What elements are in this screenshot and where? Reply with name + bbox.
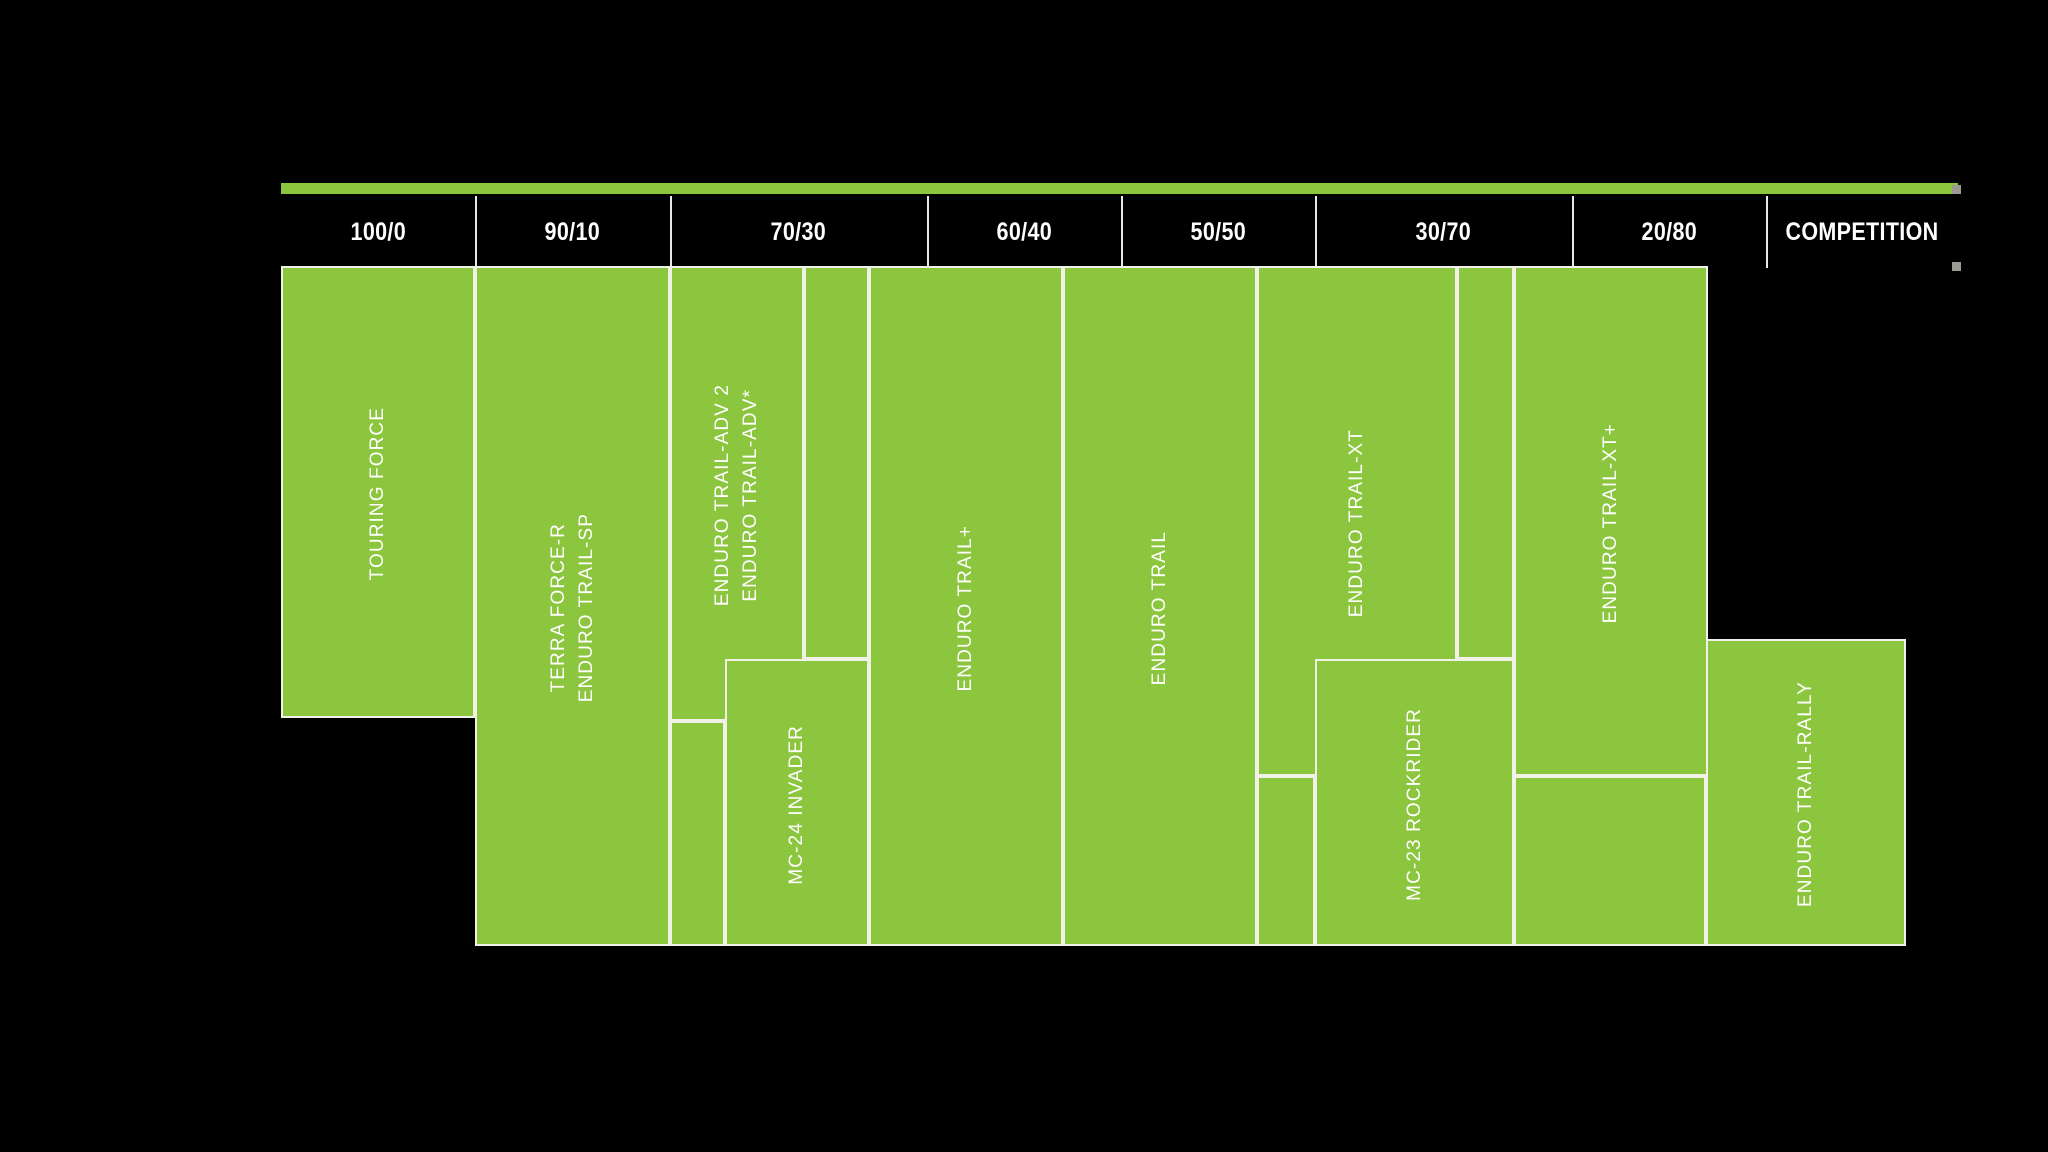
header-label: 60/40: [996, 217, 1052, 246]
bar-label-mc-24-invader: MC-24 INVADER: [786, 724, 807, 885]
header-label: 20/80: [1641, 217, 1697, 246]
bar-label-mc-23-rockrider: MC-23 ROCKRIDER: [1403, 708, 1425, 901]
bar-enduro-trail-xt-plus-stub[interactable]: [1514, 776, 1706, 946]
bar-label-enduro-trail-xt: ENDURO TRAIL-XT: [1346, 428, 1367, 618]
header-cell-competition[interactable]: COMPETITION: [1766, 196, 1958, 268]
bar-mc-23-rockrider[interactable]: MC-23 ROCKRIDER: [1315, 659, 1514, 946]
bar-label-enduro-trail-plus: ENDURO TRAIL+: [955, 524, 976, 692]
header-label: 70/30: [770, 217, 827, 246]
ratio-header-row: 100/0 90/10 70/30 60/40 50/50 30/70 20/8…: [281, 196, 1958, 268]
bar-label-touring-force: TOURING FORCE: [367, 407, 388, 581]
header-cell-60-40[interactable]: 60/40: [927, 196, 1121, 268]
bar-enduro-trail-plus[interactable]: ENDURO TRAIL+: [869, 266, 1063, 946]
bar-label-terra-force-r: TERRA FORCE-R: [547, 523, 569, 693]
header-cell-30-70[interactable]: 30/70: [1315, 196, 1572, 268]
bar-label-enduro-trail-adv: ENDURO TRAIL-ADV*: [740, 389, 761, 602]
header-cell-90-10[interactable]: 90/10: [475, 196, 670, 268]
plot-area: TOURING FORCE TERRA FORCE-R ENDURO TRAIL…: [281, 266, 1971, 946]
bar-enduro-trail-adv-stub[interactable]: [670, 721, 725, 946]
bar-label-enduro-trail-adv-2: ENDURO TRAIL-ADV 2: [712, 384, 733, 607]
bar-enduro-trail-xt-plus[interactable]: ENDURO TRAIL-XT+: [1514, 266, 1708, 776]
bar-adv-upper-right[interactable]: [804, 266, 869, 659]
bar-touring-force[interactable]: TOURING FORCE: [281, 266, 475, 718]
header-cell-50-50[interactable]: 50/50: [1121, 196, 1315, 268]
header-label: 50/50: [1190, 217, 1246, 246]
top-accent-rule: [281, 183, 1958, 194]
header-end-tick: [1952, 262, 1961, 271]
bar-xt-upper-right[interactable]: [1457, 266, 1514, 659]
bar-terra-force-r[interactable]: TERRA FORCE-R ENDURO TRAIL-SP: [475, 266, 670, 946]
bar-enduro-trail[interactable]: ENDURO TRAIL: [1063, 266, 1257, 946]
header-cell-100-0[interactable]: 100/0: [281, 196, 475, 268]
header-label: 90/10: [544, 217, 601, 246]
bar-label-enduro-trail-sp: ENDURO TRAIL-SP: [575, 513, 597, 703]
bar-label-enduro-trail-rally: ENDURO TRAIL-RALLY: [1795, 681, 1816, 908]
header-label: 30/70: [1415, 217, 1472, 246]
bar-label-enduro-trail: ENDURO TRAIL: [1149, 530, 1170, 686]
bar-enduro-trail-rally[interactable]: ENDURO TRAIL-RALLY: [1706, 639, 1906, 946]
header-cell-20-80[interactable]: 20/80: [1572, 196, 1766, 268]
bar-enduro-trail-adv[interactable]: ENDURO TRAIL-ADV 2 ENDURO TRAIL-ADV*: [670, 266, 804, 721]
bar-label-enduro-trail-xt-plus: ENDURO TRAIL-XT+: [1600, 422, 1621, 624]
top-rule-end-tick: [1952, 185, 1961, 194]
header-label: COMPETITION: [1785, 217, 1939, 246]
bar-mc-24-invader[interactable]: MC-24 INVADER: [725, 659, 869, 946]
header-label: 100/0: [350, 217, 406, 246]
bar-enduro-trail-xt-stub[interactable]: [1257, 776, 1315, 946]
header-cell-70-30[interactable]: 70/30: [670, 196, 927, 268]
